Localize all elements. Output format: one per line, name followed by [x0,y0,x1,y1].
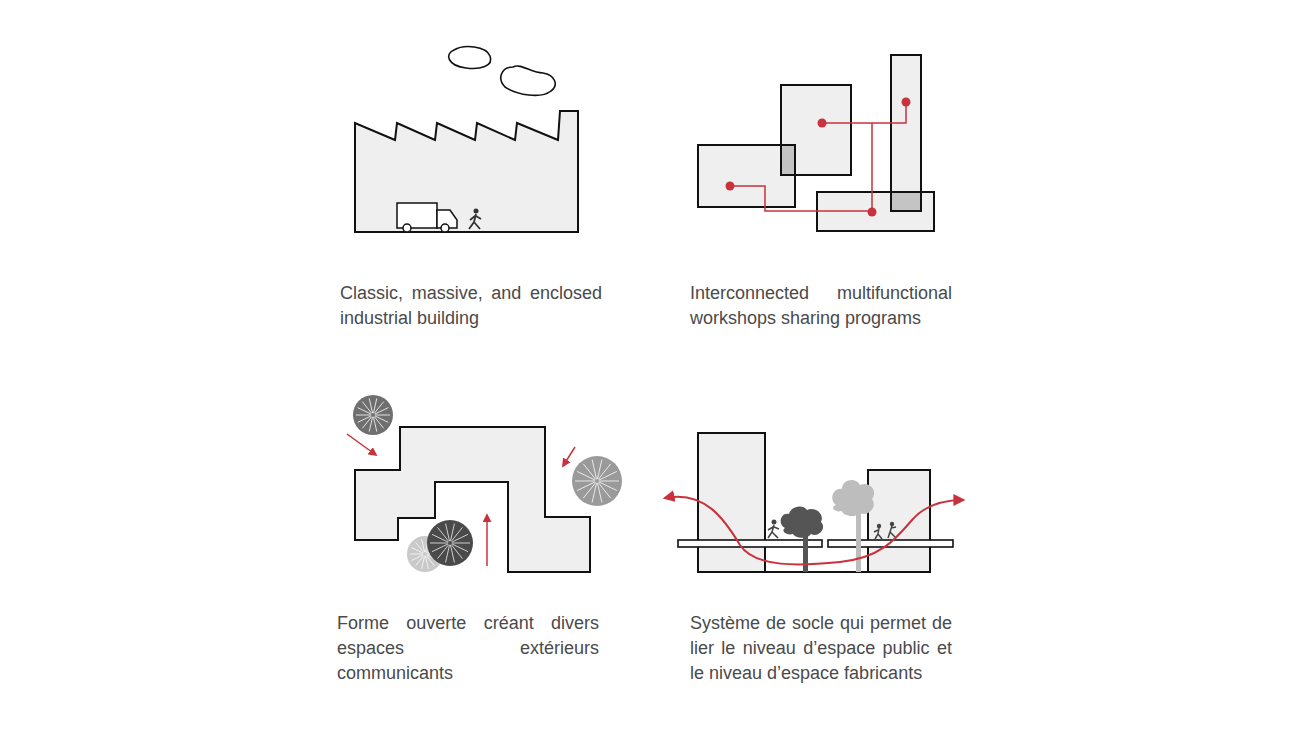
tree-stroke [425,556,428,569]
workshops [698,55,934,231]
tree-stroke [369,398,372,413]
open-form [347,395,622,572]
tree-stroke [446,524,450,542]
tree-stroke [592,460,596,479]
tree-stroke [575,481,595,482]
tree-stroke [358,416,372,423]
tree-stroke [411,555,423,561]
tree-stroke [597,483,601,502]
socle-section [665,433,963,572]
tree-symbol [353,395,393,435]
tree-stroke [450,545,454,563]
tree-stroke [432,544,448,552]
tree-stroke [599,471,617,480]
tree-stroke [577,482,595,491]
caption: Interconnected multifunctional workshops… [690,281,952,331]
tree-symbol [572,456,622,506]
tree-stroke [430,543,448,544]
tree-stroke [410,554,423,555]
tree-stroke [599,481,619,482]
factory [355,47,578,232]
tree-stroke [411,547,423,553]
tree-stroke [373,417,376,432]
tree-stroke [452,543,470,544]
tree-stroke [452,534,468,542]
tree-stroke [375,408,389,415]
caption: Classic, massive, and enclosed industria… [340,281,602,331]
caption: Forme ouverte créant divers espaces exté… [337,611,599,686]
tree-symbol [427,520,473,566]
tree-stroke [375,415,390,416]
caption: Système de socle qui permet de lier le n… [690,611,952,686]
tree-stroke [416,556,424,566]
tree-stroke [356,415,371,416]
tree-stroke [422,539,425,552]
